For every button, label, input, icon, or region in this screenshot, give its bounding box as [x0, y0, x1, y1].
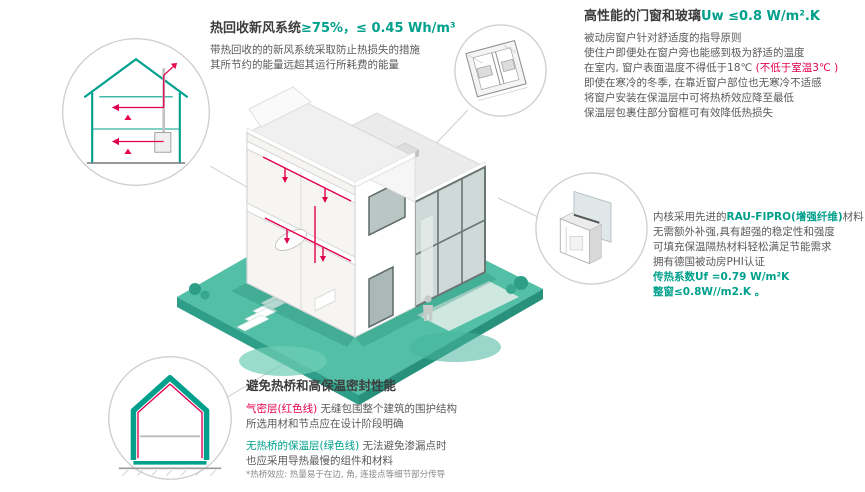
thermal-line3: 无热桥的保温层(绿色线) 无法避免渗漏点时 [246, 439, 566, 454]
material-line4: 拥有德国被动房PHI认证 [653, 256, 765, 268]
heat-exchanger-unit [154, 132, 172, 153]
material-line1-black2: 材料 [842, 211, 864, 223]
ground-hatch [122, 469, 216, 476]
air-flow-arrows [111, 62, 178, 155]
material-line2: 无需额外补强,具有超强的稳定性和强度 [653, 226, 835, 238]
ventilation-ducts [262, 156, 352, 263]
supply-air-lines [113, 65, 175, 143]
material-line1-black: 内核采用先进的 [653, 211, 727, 223]
windows-line6: 保温层包裹住部分窗框可有效降低热损失 [584, 107, 773, 119]
window-profile-circle [535, 172, 648, 285]
bush [189, 283, 201, 295]
windows-line3-red: (不低于室温3℃ ) [755, 62, 839, 74]
windows-title: 高性能的门窗和玻璃Uw ≤0.8 W/m².K [584, 8, 862, 25]
material-line1-green: RAU-FIPRO(增强纤维) [726, 211, 843, 223]
thermal-text-block: 避免热桥和高保温密封性能 气密层(红色线) 无缝包围整个建筑的围护结构 所选用材… [246, 378, 566, 481]
windows-text-block: 高性能的门窗和玻璃Uw ≤0.8 W/m².K 被动房窗户针对舒适度的指导原则 … [584, 8, 862, 121]
thermal-footnote: *热桥效应: 热量易于在边, 角, 连接点等细节部分传导 [246, 470, 446, 480]
windows-line3: 在室内, 窗户表面温度不得低于18℃ (不低于室温3℃ ) [584, 61, 862, 76]
building-shadow [231, 283, 355, 347]
windows-line5: 将窗户安装在保温层中可将热桥效应降至最低 [584, 92, 794, 104]
furniture [314, 288, 336, 312]
gasket-line [573, 213, 600, 224]
insulation-layer-green [130, 375, 210, 461]
thermal-line1: 气密层(红色线) 无缝包围整个建筑的围护结构 [246, 402, 566, 417]
frame-profile-render [559, 190, 612, 265]
windows-line2: 使住户即便处在窗户旁也能感到极为舒适的温度 [584, 47, 805, 59]
thermal-title: 避免热桥和高保温密封性能 [246, 378, 397, 393]
windows-line1: 被动房窗户针对舒适度的指导原则 [584, 32, 742, 44]
window-corner-detail-circle [454, 24, 547, 117]
bush [506, 284, 516, 294]
gable-roof [248, 86, 312, 128]
thermal-line1-black: 无缝包围整个建筑的围护结构 [317, 403, 458, 415]
thermal-insulation-circle [108, 356, 232, 480]
house-left-block [245, 86, 417, 338]
thermal-line4: 也应采用导热最慢的组件和材料 [246, 455, 393, 467]
house-section-icon [83, 58, 189, 165]
isometric-house-illustration [177, 86, 543, 405]
airtight-layer-red [137, 383, 203, 459]
ventilation-title-black: 热回收新风系统 [210, 21, 302, 36]
thermal-line2: 所选用材和节点应在设计阶段明确 [246, 418, 404, 430]
window-section-drawing [465, 39, 528, 101]
entry-door [368, 265, 394, 329]
material-line6: 整窗≤0.8W//m2.K 。 [653, 286, 766, 298]
windows-line4: 即使在寒冷的冬季, 在靠近窗户部位也无寒冷不适感 [584, 77, 822, 89]
windows-line3-black: 在室内, 窗户表面温度不得低于18℃ [584, 62, 756, 74]
bush [200, 290, 210, 300]
ventilation-title: 热回收新风系统≥75%，≤ 0.45 Wh/m³ [210, 20, 480, 37]
patio [417, 281, 519, 331]
ventilation-title-green: ≥75%，≤ 0.45 Wh/m³ [301, 21, 456, 36]
insulated-house-section-icon [118, 375, 222, 476]
ventilation-text-block: 热回收新风系统≥75%，≤ 0.45 Wh/m³ 带热回收的的新风系统采取防止热… [210, 20, 480, 73]
ventilation-detail-circle [62, 38, 210, 186]
material-line1: 内核采用先进的RAU-FIPRO(增强纤维)材料 [653, 210, 865, 225]
thermal-line3-black: 无法避免渗漏点时 [359, 440, 447, 452]
material-line3: 可填充保温隔热材料轻松满足节能需求 [653, 241, 832, 253]
windows-title-black: 高性能的门窗和玻璃 [584, 9, 702, 24]
windows-title-green: Uw ≤0.8 W/m².K [701, 9, 820, 24]
thermal-line3-green: 无热桥的保温层(绿色线) [246, 440, 360, 452]
ventilation-line1: 带热回收的的新风系统采取防止热损失的措施 [210, 44, 420, 56]
ventilation-line2: 其所节约的能量远超其运行所耗费的能量 [210, 59, 399, 71]
person-figure [423, 295, 433, 321]
duct-arrows [282, 177, 328, 262]
bush [514, 276, 528, 290]
material-text-block: 内核采用先进的RAU-FIPRO(增强纤维)材料 无需额外补强,具有超强的稳定性… [653, 210, 865, 300]
material-line5: 传热系数Uf =0.79 W/m²K [653, 271, 790, 283]
thermal-line1-red: 气密层(红色线) [246, 403, 318, 415]
